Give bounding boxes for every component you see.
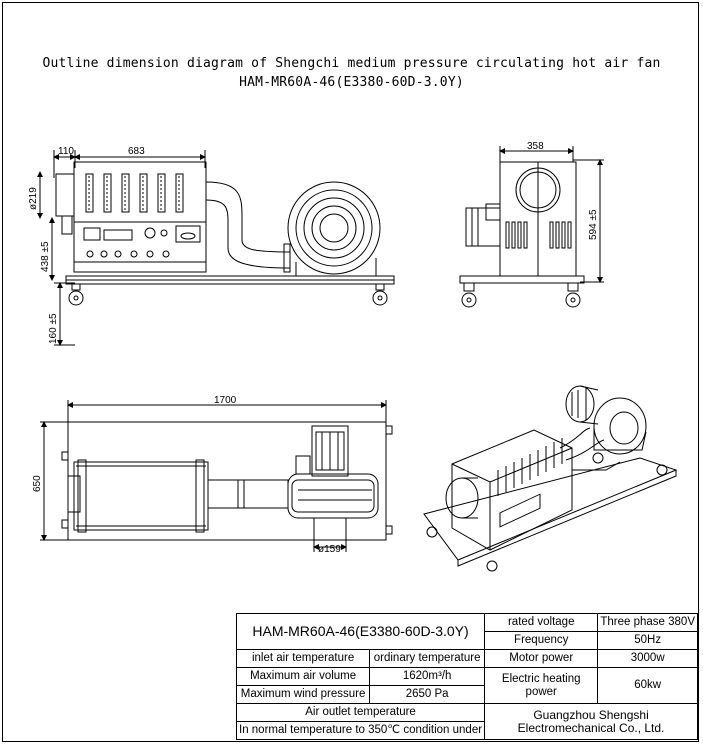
top-view [40, 400, 393, 552]
model-cell: HAM-MR60A-46(E3380-60D-3.0Y) [235, 613, 486, 650]
outlet-temp-value: In normal temperature to 350℃ condition … [235, 721, 486, 740]
company-cell: Guangzhou Shengshi Electromechanical Co.… [484, 703, 698, 740]
drawing-title: Outline dimension diagram of Shengchi me… [42, 56, 661, 71]
dim-front-offset: 110 [58, 146, 74, 157]
company-name-line2: Electromechanical Co., Ltd. [517, 720, 665, 735]
inlet-temp-label: inlet air temperature [235, 649, 371, 668]
dim-front-height: 438 ±5 [40, 241, 51, 272]
heating-power-label: Electric heating power [484, 667, 599, 704]
frequency-value: 50Hz [597, 631, 698, 650]
max-volume-value: 1620m³/h [369, 667, 486, 686]
drawing-model: HAM-MR60A-46(E3380-60D-3.0Y) [239, 75, 464, 90]
motor-power-label: Motor power [484, 649, 599, 668]
dim-inlet-diameter: ø219 [28, 187, 39, 210]
rated-voltage-label: rated voltage [484, 613, 599, 632]
dim-total-width: 650 [32, 475, 43, 492]
company-name-line1: Guangzhou Shengshi [533, 707, 649, 722]
dim-front-width: 683 [128, 146, 145, 157]
motor-power-value: 3000w [597, 649, 698, 668]
dim-wheel-height: 160 ±5 [48, 313, 59, 344]
outlet-temp-label: Air outlet temperature [235, 703, 486, 722]
max-volume-label: Maximum air volume [235, 667, 371, 686]
heating-power-value: 60kw [597, 667, 698, 704]
max-pressure-value: 2650 Pa [369, 685, 486, 704]
spec-table: HAM-MR60A-46(E3380-60D-3.0Y) rated volta… [235, 613, 698, 740]
inlet-temp-value: ordinary temperature [369, 649, 486, 668]
side-view [459, 146, 604, 308]
dim-outlet-diameter: ø159 [318, 544, 341, 555]
dim-total-length: 1700 [214, 395, 237, 406]
dim-side-height: 594 ±5 [588, 209, 599, 240]
max-pressure-label: Maximum wind pressure [235, 685, 371, 704]
rated-voltage-value: Three phase 380V [597, 613, 698, 632]
isometric-view [423, 385, 678, 572]
front-view [37, 150, 395, 346]
dim-side-width: 358 [527, 141, 544, 152]
frequency-label: Frequency [484, 631, 599, 650]
